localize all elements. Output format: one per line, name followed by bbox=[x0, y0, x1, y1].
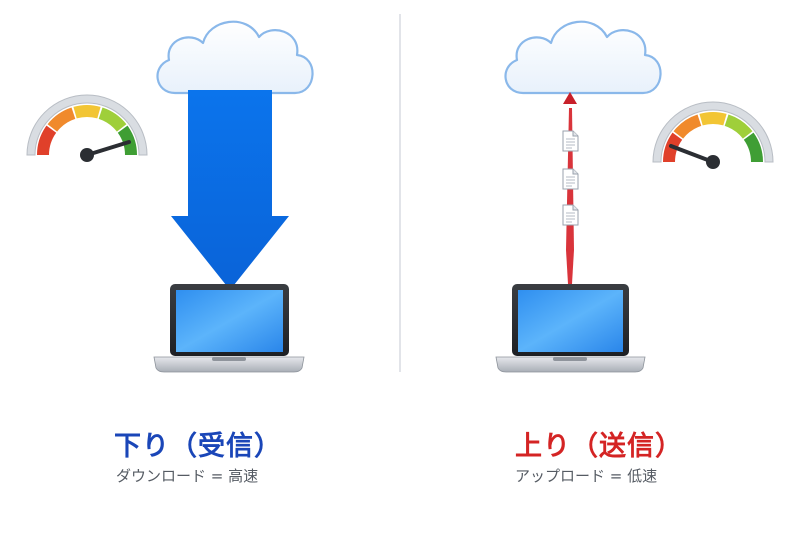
document-icon bbox=[562, 168, 579, 190]
document-icon bbox=[562, 204, 579, 226]
cloud-icon bbox=[504, 20, 662, 95]
download-panel bbox=[26, 20, 314, 373]
document-icon bbox=[562, 130, 579, 152]
laptop-icon bbox=[495, 284, 646, 373]
upload-arrow-icon bbox=[563, 92, 577, 284]
cloud-icon bbox=[156, 20, 314, 95]
speedometer-icon bbox=[652, 101, 774, 169]
laptop-icon bbox=[153, 284, 305, 373]
download-title: 下り（受信） bbox=[114, 431, 282, 462]
upload-panel bbox=[495, 20, 774, 373]
upload-subtitle: アップロード = 低速 bbox=[515, 467, 658, 485]
upload-title: 上り（送信） bbox=[515, 431, 683, 462]
speedometer-icon bbox=[26, 94, 148, 162]
download-subtitle: ダウンロード = 高速 bbox=[116, 467, 259, 485]
download-arrow-icon bbox=[171, 90, 289, 290]
